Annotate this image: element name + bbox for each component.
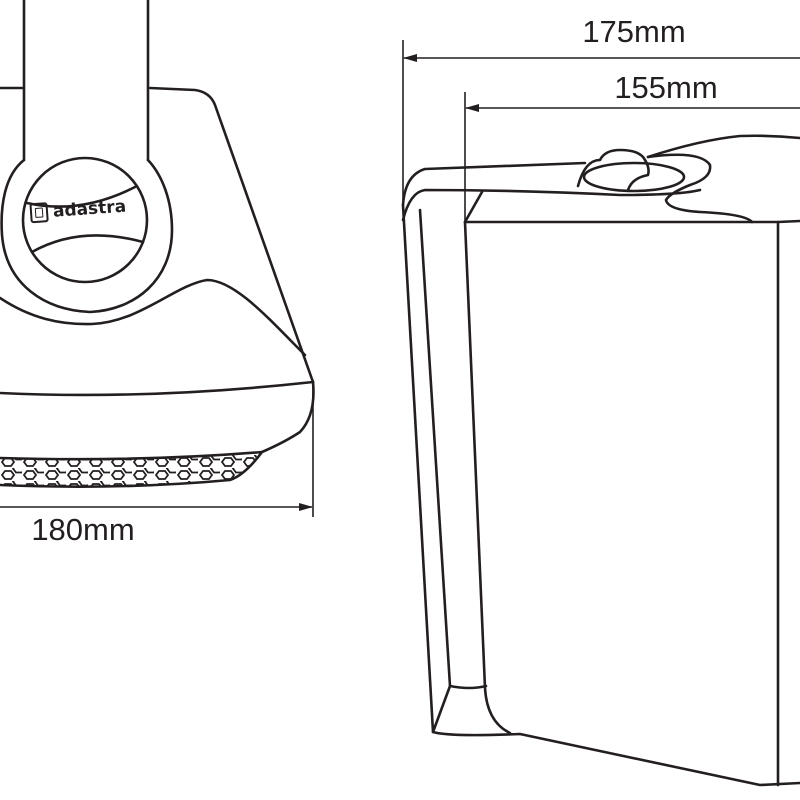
bezel-inner xyxy=(418,208,488,690)
ring-outer xyxy=(0,158,174,314)
body-side xyxy=(260,380,315,454)
bezel-corner xyxy=(431,684,452,734)
dimension-label-width: 180mm xyxy=(31,512,135,547)
top-inner xyxy=(401,188,702,222)
bezel-outer xyxy=(401,203,800,787)
front-view xyxy=(0,0,315,517)
body-wave xyxy=(0,278,307,357)
top-bevel xyxy=(463,190,484,224)
top-outer xyxy=(401,161,587,207)
body-band xyxy=(0,380,315,397)
body-top-outline xyxy=(0,86,315,384)
bracket-base xyxy=(646,153,754,224)
dimension-label-depth-total: 175mm xyxy=(582,14,686,49)
ring-inner xyxy=(21,156,149,284)
grille xyxy=(0,452,262,487)
logo-band-bottom xyxy=(30,234,145,254)
side-view xyxy=(401,40,800,787)
dimension-label-depth-body: 155mm xyxy=(614,70,718,105)
mount-knob xyxy=(576,148,650,192)
mount-ring xyxy=(582,161,686,193)
grille-outline xyxy=(0,450,264,488)
logo-mark-icon xyxy=(29,202,49,224)
bracket-arm-side xyxy=(646,134,800,159)
bracket-arm xyxy=(22,0,150,162)
cabinet-top-edge xyxy=(463,219,800,224)
cabinet-front-edge xyxy=(463,220,512,735)
